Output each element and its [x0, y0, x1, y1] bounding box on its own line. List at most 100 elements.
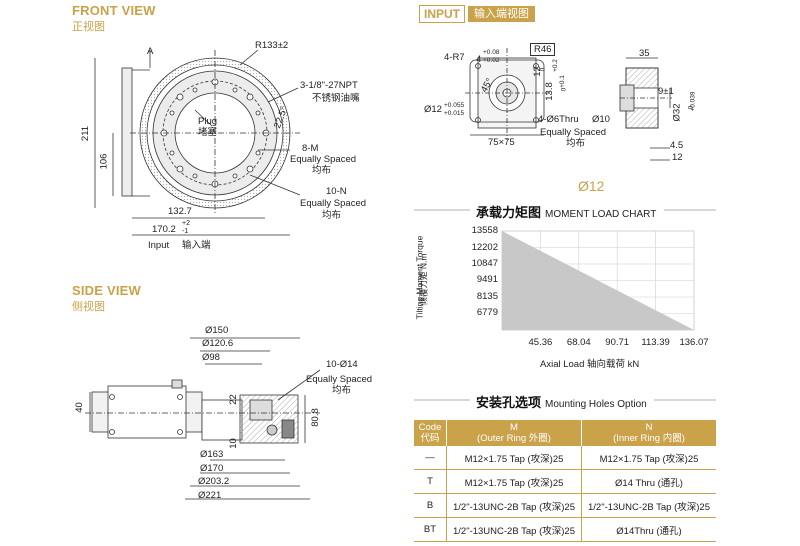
- row-m: 1/2"-13UNC-2B Tap (攻深)25: [446, 493, 583, 518]
- chart-x-tick: 45.36: [528, 337, 553, 348]
- label-75x75: 75×75: [488, 137, 515, 148]
- table-row: B 1/2"-13UNC-2B Tap (攻深)25 1/2"-13UNC-2B…: [414, 493, 716, 518]
- dim-170-tol-up: +2: [182, 220, 190, 227]
- label-side-10: 10-Ø14: [326, 359, 358, 370]
- header-n: N(Inner Ring 内圈): [581, 420, 716, 446]
- front-view-title: FRONT VIEW: [72, 3, 156, 18]
- label-r133: R133±2: [255, 40, 289, 51]
- label-eq1: Equally Spaced: [290, 154, 357, 165]
- dim-203: Ø203.2: [198, 476, 230, 487]
- label-d138-up: +0.1: [558, 75, 566, 88]
- label-35: 35: [639, 48, 650, 59]
- chart-y-tick: 6779: [476, 307, 498, 319]
- label-eq2: Equally Spaced: [300, 198, 367, 209]
- label-45mm: 4.5: [670, 140, 684, 151]
- side-view-subtitle: 侧视图: [72, 301, 105, 313]
- dim-170-side: Ø170: [200, 463, 224, 474]
- chart-x-tick: 136.07: [679, 337, 709, 348]
- row-n: 1/2"-13UNC-2B Tap (攻深)25: [581, 493, 716, 518]
- label-phi12-up: +0.055: [444, 102, 465, 109]
- label-d138-dn: 0: [560, 87, 568, 92]
- label-npt-cn: 不锈钢油嘴: [312, 93, 360, 104]
- label-input-eq: Equally Spaced: [540, 127, 607, 138]
- front-view-subtitle: 正视图: [72, 21, 105, 33]
- label-d4: 4: [476, 54, 482, 65]
- row-m: M12×1.75 Tap (攻深)25: [446, 469, 583, 494]
- row-n: Ø14 Thru (通孔): [581, 469, 716, 494]
- label-d4-up: +0.08: [483, 49, 500, 56]
- table-row: T M12×1.75 Tap (攻深)25 Ø14 Thru (通孔): [414, 469, 716, 494]
- label-9: 9±1: [658, 86, 674, 97]
- row-code: T: [414, 469, 447, 494]
- label-10n: 10-N: [326, 186, 347, 197]
- row-code: B: [414, 493, 447, 518]
- side-view-drawing: [85, 337, 321, 500]
- row-n: Ø14Thru (通孔): [581, 517, 716, 542]
- input-caption: Ø12: [578, 178, 605, 194]
- label-t12-up: +0.2: [551, 59, 559, 72]
- moment-chart: [501, 230, 695, 331]
- dim-106: 106: [98, 153, 110, 170]
- chart-x-tick: 113.39: [641, 337, 670, 348]
- label-eq1-cn: 均布: [312, 165, 332, 176]
- dim-150: Ø150: [205, 325, 229, 336]
- label-d138: 13.8: [543, 82, 555, 101]
- chart-ylabel-cn: 倾覆力矩 N.m: [418, 253, 429, 306]
- row-code: —: [414, 446, 447, 470]
- dim-211: 211: [80, 125, 92, 142]
- side-view-title: SIDE VIEW: [72, 283, 141, 298]
- label-r46: R46: [530, 43, 556, 56]
- chart-title-cn: 承载力矩图: [476, 205, 542, 220]
- label-input-eq-cn: 均布: [566, 138, 586, 149]
- header-m-text: M: [510, 422, 518, 433]
- dim-10: 10: [227, 438, 239, 449]
- dim-22: 22: [227, 394, 239, 405]
- chart-title-en: MOMENT LOAD CHART: [545, 209, 657, 220]
- label-eq2-cn: 均布: [322, 210, 342, 221]
- chart-y-tick: 10847: [471, 257, 498, 269]
- label-d4-dn: +0.02: [483, 57, 500, 64]
- dim-98: Ø98: [202, 352, 220, 363]
- header-code-cn: 代码: [420, 433, 440, 444]
- dim-170-tol-dn: -1: [182, 228, 189, 235]
- label-8m: 8-M: [302, 143, 319, 154]
- row-code: BT: [414, 517, 447, 542]
- dim-120: Ø120.6: [202, 338, 234, 349]
- label-side-eq: Equally Spaced: [306, 374, 373, 385]
- table-row: — M12×1.75 Tap (攻深)25 M12×1.75 Tap (攻深)2…: [414, 446, 716, 470]
- chart-y-tick: 8135: [476, 290, 498, 302]
- label-t12-dn: 0: [539, 67, 547, 72]
- chart-xlabel: Axial Load 轴向载荷 kN: [540, 359, 640, 370]
- input-view-drawing: [465, 48, 672, 161]
- label-12mm: 12: [672, 152, 683, 163]
- label-4r7: 4-R7: [444, 52, 465, 63]
- header-m: M(Outer Ring 外圈): [446, 420, 583, 446]
- chart-y-tick: 9491: [476, 274, 498, 286]
- label-plug-cn: 堵塞: [198, 127, 218, 138]
- chart-y-tick: 12202: [471, 241, 498, 253]
- header-m-sub: (Outer Ring 外圈): [477, 433, 551, 444]
- dim-132: 132.7: [168, 206, 192, 217]
- dim-163: Ø163: [200, 449, 224, 460]
- row-n: M12×1.75 Tap (攻深)25: [581, 446, 716, 470]
- chart-x-tick: 68.04: [566, 337, 591, 348]
- dim-221: Ø221: [198, 490, 222, 501]
- label-phi32: Ø32: [671, 103, 683, 122]
- chart-x-tick: 90.71: [605, 337, 630, 348]
- label-phi32-dn: 0: [687, 105, 695, 110]
- label-thru: 4-Ø6Thru: [538, 114, 579, 125]
- row-m: M12×1.75 Tap (攻深)25: [446, 446, 583, 470]
- mounting-title-en: Mounting Holes Option: [545, 399, 647, 410]
- table-row: BT 1/2"-13UNC-2B Tap (攻深)25 Ø14Thru (通孔): [414, 517, 716, 542]
- label-thru-depth: Ø10: [592, 114, 610, 125]
- header-code-text: Code: [418, 422, 442, 433]
- mounting-title-cn: 安装孔选项: [476, 395, 542, 410]
- front-view-drawing: [94, 49, 301, 236]
- label-a: A: [147, 46, 154, 57]
